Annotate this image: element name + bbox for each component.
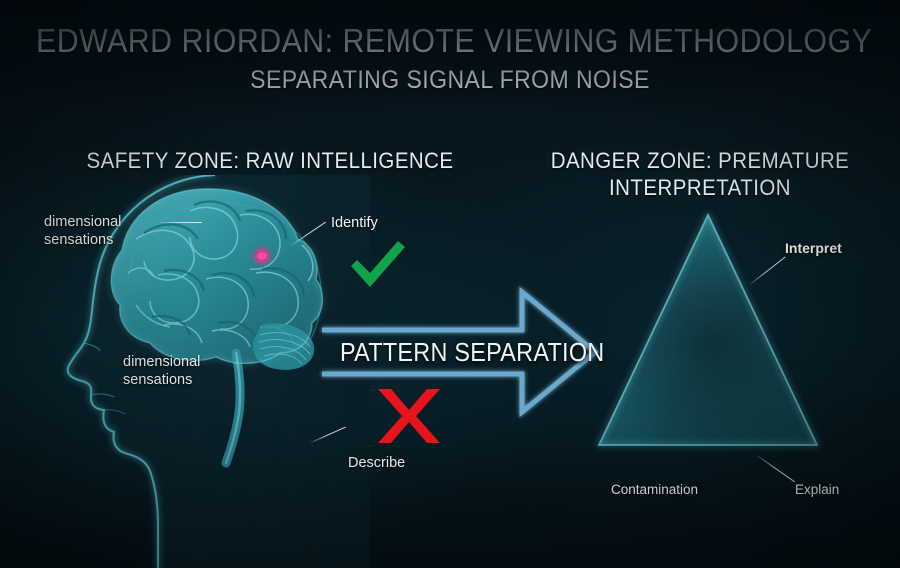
annotation-dimensional-sensations-mid: dimensional sensations [123,353,200,389]
annotation-describe: Describe [348,455,406,471]
arrow-label-pattern-separation: Pattern Separation [340,337,605,367]
annotation-explain: Explain [795,482,840,497]
annotation-interpret: Interpret [785,240,842,256]
annotation-line-1: dimensional [44,214,122,230]
annotation-contamination: Contamination [611,482,699,497]
triangle-icon [597,212,819,446]
zone-heading-danger-line2: Interpretation [609,174,791,200]
check-icon [351,241,405,287]
zone-heading-danger-line1: Danger Zone: Premature [550,148,850,173]
zone-heading-danger: Danger Zone: Premature Interpretation [523,148,876,202]
page-title: Edward Riordan: Remote Viewing Methodolo… [36,22,873,59]
annotation-line-2: sensations [44,232,114,249]
cross-icon [378,389,440,443]
annotation-dimensional-sensations-top: dimensional sensations [44,213,121,249]
annotation-line-1: dimensional [123,354,201,370]
activation-highlight-icon [253,247,271,265]
annotation-identify: Identify [331,215,378,231]
zone-heading-safety: Safety Zone: Raw Intelligence [86,148,454,173]
annotation-line-2: sensations [123,372,193,389]
page-subtitle: Separating Signal From Noise [250,66,650,94]
